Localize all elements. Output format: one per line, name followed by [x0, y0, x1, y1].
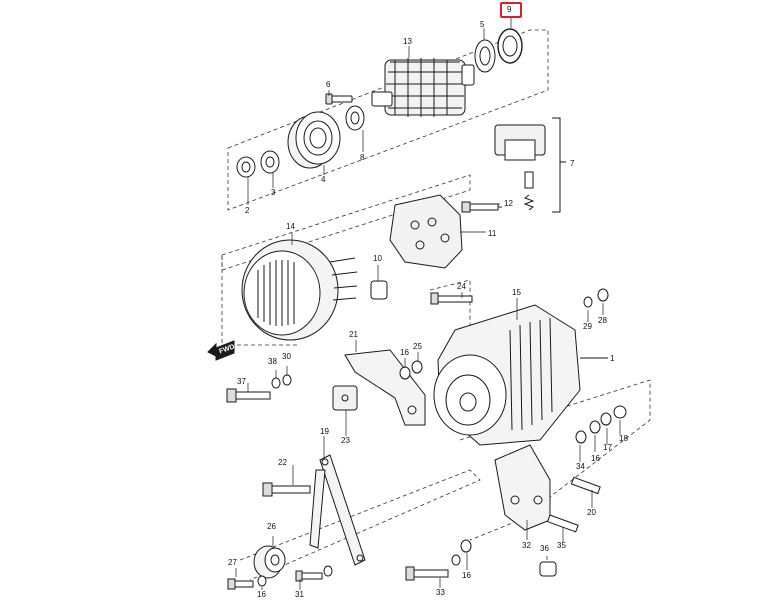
callout-16a[interactable]: 16	[400, 348, 409, 357]
callout-29[interactable]: 29	[583, 322, 592, 331]
rectifier-11	[389, 194, 463, 269]
spacer-8	[345, 105, 365, 131]
bolt-33	[405, 566, 449, 581]
callout-16b[interactable]: 16	[591, 454, 600, 463]
mount-32	[494, 444, 551, 531]
callout-15[interactable]: 15	[512, 288, 521, 297]
alternator-body-1	[433, 304, 608, 446]
callout-18[interactable]: 18	[619, 434, 628, 443]
callout-25[interactable]: 25	[413, 342, 422, 351]
bearing-5	[474, 39, 496, 73]
callout-36[interactable]: 36	[540, 544, 549, 553]
callout-6[interactable]: 6	[326, 80, 331, 89]
bolt-27	[227, 578, 254, 590]
direction-arrow-icon	[207, 340, 235, 361]
sleeve-36	[539, 561, 557, 577]
callout-27[interactable]: 27	[228, 558, 237, 567]
brush-holder-7	[494, 117, 566, 213]
callout-9[interactable]: 9	[507, 5, 512, 14]
highlight-box[interactable]	[500, 2, 522, 18]
bolt-31	[295, 570, 323, 582]
callout-34[interactable]: 34	[576, 462, 585, 471]
bolt-35	[546, 514, 579, 533]
screw-6	[325, 93, 353, 105]
rotor	[371, 58, 475, 117]
idler-26	[253, 545, 286, 579]
callout-10[interactable]: 10	[373, 254, 382, 263]
callout-11[interactable]: 11	[488, 229, 497, 238]
callout-24[interactable]: 24	[457, 282, 466, 291]
callout-38[interactable]: 38	[268, 357, 277, 366]
strap-19	[309, 454, 366, 566]
callout-32[interactable]: 32	[522, 541, 531, 550]
seal-9	[497, 28, 523, 64]
callout-2[interactable]: 2	[245, 206, 250, 215]
callout-13[interactable]: 13	[403, 37, 412, 46]
callout-16c[interactable]: 16	[462, 571, 471, 580]
callout-37[interactable]: 37	[237, 377, 246, 386]
callout-4[interactable]: 4	[321, 175, 326, 184]
callout-28[interactable]: 28	[598, 316, 607, 325]
callout-35[interactable]: 35	[557, 541, 566, 550]
callout-1[interactable]: 1	[610, 354, 615, 363]
sleeve-10	[370, 280, 388, 300]
callout-16d[interactable]: 16	[257, 590, 266, 599]
nut-2	[236, 156, 256, 178]
callout-8[interactable]: 8	[360, 153, 365, 162]
bolt-22	[262, 482, 311, 497]
bolt-37	[226, 388, 271, 403]
callout-30[interactable]: 30	[282, 352, 291, 361]
callout-7[interactable]: 7	[570, 159, 575, 168]
callout-19[interactable]: 19	[320, 427, 329, 436]
stator-14	[241, 239, 358, 341]
callout-21[interactable]: 21	[349, 330, 358, 339]
callout-31[interactable]: 31	[295, 590, 304, 599]
washer-3	[260, 150, 280, 174]
bolt-24	[430, 292, 473, 305]
callout-22[interactable]: 22	[278, 458, 287, 467]
callout-12[interactable]: 12	[504, 199, 513, 208]
callout-5[interactable]: 5	[480, 20, 485, 29]
callout-26[interactable]: 26	[267, 522, 276, 531]
bolt-20	[570, 476, 601, 495]
block-23	[332, 385, 358, 411]
bracket-21	[344, 349, 426, 426]
callout-17[interactable]: 17	[603, 443, 612, 452]
callout-33[interactable]: 33	[436, 588, 445, 597]
callout-3[interactable]: 3	[271, 188, 276, 197]
callout-20[interactable]: 20	[587, 508, 596, 517]
callout-23[interactable]: 23	[341, 436, 350, 445]
pulley-4	[287, 111, 341, 169]
callout-14[interactable]: 14	[286, 222, 295, 231]
screw-12	[461, 201, 502, 213]
